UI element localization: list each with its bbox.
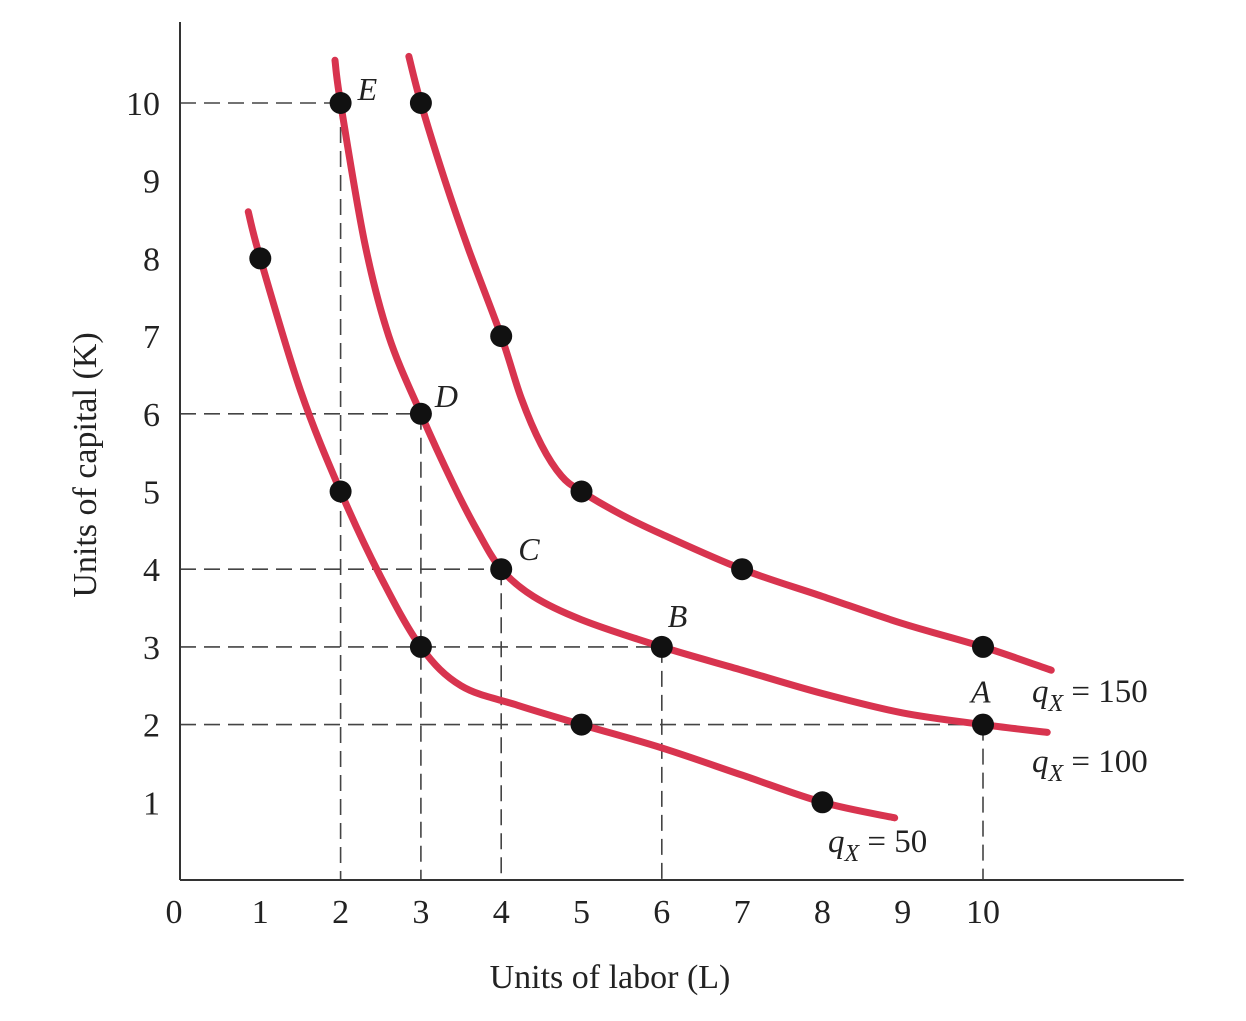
isoquant-curves xyxy=(244,52,1055,822)
y-tick-label: 2 xyxy=(143,708,160,745)
axes: 0 1 2 3 4 5 6 7 8 9 10 1 2 3 4 5 6 7 8 9 10 xyxy=(126,22,1184,931)
data-point xyxy=(329,92,352,114)
data-point xyxy=(972,713,994,736)
data-point xyxy=(249,247,272,270)
data-point xyxy=(731,558,754,581)
data-point xyxy=(409,92,432,114)
y-tick-label: 6 xyxy=(143,397,160,434)
y-tick-label: 4 xyxy=(143,552,160,589)
x-tick-label: 9 xyxy=(894,894,911,931)
isoquant-curve-1 xyxy=(244,208,899,822)
data-point xyxy=(811,791,834,814)
y-axis-label: Units of capital (K) xyxy=(67,332,104,597)
point-label-c: C xyxy=(518,531,540,567)
y-tick-label: 5 xyxy=(143,475,160,512)
data-point xyxy=(490,325,513,348)
x-tick-label: 6 xyxy=(653,894,670,931)
y-tick-label: 7 xyxy=(143,319,160,356)
x-tick-label: 2 xyxy=(332,894,349,931)
x-tick-label: 10 xyxy=(966,894,1000,931)
x-tick-label: 0 xyxy=(166,894,183,931)
y-tick-label: 10 xyxy=(126,86,160,123)
data-point xyxy=(490,558,513,581)
data-point xyxy=(570,480,593,503)
point-label-d: D xyxy=(434,378,458,414)
point-label-a: A xyxy=(969,674,991,710)
y-tick-label: 8 xyxy=(143,241,160,278)
data-point xyxy=(570,713,593,736)
guide-lines xyxy=(180,102,984,880)
data-point xyxy=(409,635,432,658)
data-point xyxy=(650,635,673,658)
y-tick-label: 9 xyxy=(143,164,160,201)
data-point xyxy=(409,402,432,425)
x-tick-label: 3 xyxy=(412,894,429,931)
x-tick-label: 8 xyxy=(814,894,831,931)
point-label-b: B xyxy=(668,598,688,634)
point-label-e: E xyxy=(357,71,378,107)
x-tick-label: 5 xyxy=(573,894,590,931)
data-point xyxy=(972,635,994,658)
x-axis-label: Units of labor (L) xyxy=(490,959,731,996)
x-tick-label: 7 xyxy=(734,894,751,931)
y-tick-label: 3 xyxy=(143,630,160,667)
isoquant-curve-2 xyxy=(331,56,1051,736)
curve-label: qX = 150 xyxy=(1032,674,1148,717)
data-point xyxy=(329,480,352,503)
curve-label: qX = 50 xyxy=(828,824,927,867)
data-points xyxy=(249,92,994,814)
chart-labels: qX = 50 qX = 100 qX = 150 E D C B A xyxy=(357,71,1148,867)
x-tick-label: 1 xyxy=(252,894,269,931)
curve-label: qX = 100 xyxy=(1032,744,1148,787)
y-tick-label: 1 xyxy=(143,785,160,822)
x-tick-label: 4 xyxy=(493,894,510,931)
